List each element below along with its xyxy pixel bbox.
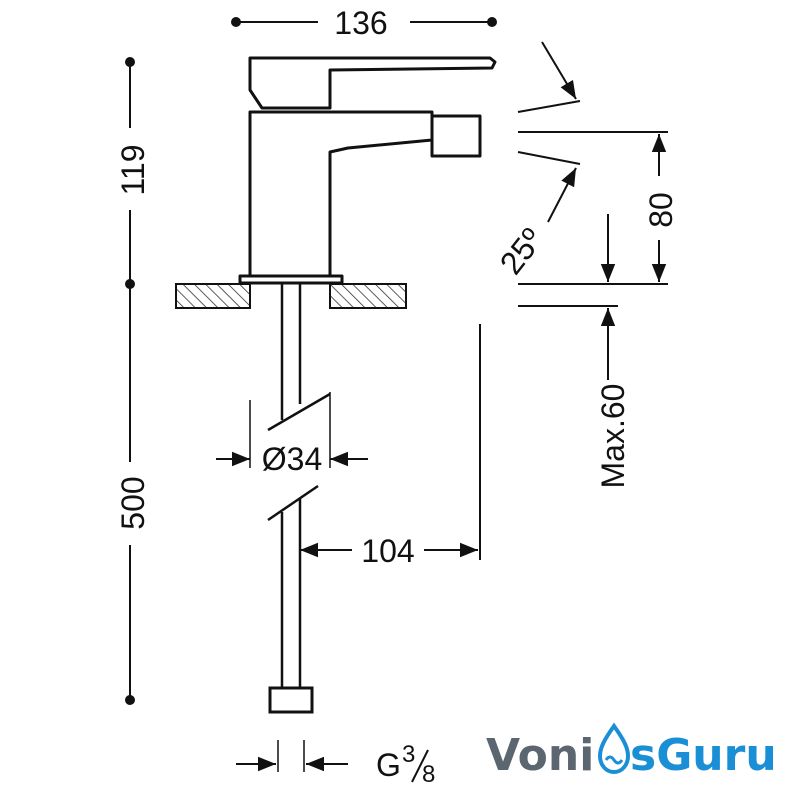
dimension-spout-height: [518, 134, 668, 285]
base-plate: [238, 274, 344, 285]
dimension-reach: 104: [300, 324, 481, 569]
connection-prefix: G: [376, 747, 401, 783]
dimension-spout-height-label: 80: [643, 192, 679, 228]
faucet-main-body: [248, 110, 434, 280]
feed-pipe: [267, 284, 331, 714]
dimension-spout-angle-label: 25º: [493, 221, 551, 281]
dimension-spout-angle: [517, 41, 668, 223]
dimension-reach-label: 104: [361, 533, 414, 569]
dimension-width-top: 136: [231, 5, 497, 41]
dimension-width-label: 136: [334, 5, 387, 41]
aerator: [430, 114, 482, 158]
lever-handle: [248, 56, 497, 110]
dimension-diameter: Ø34: [216, 392, 368, 477]
faucet-body: [238, 56, 497, 285]
dimension-height-left: 119 500: [115, 57, 151, 705]
dimension-max-thickness-label: Max.60: [595, 384, 631, 489]
vonios-guru-logo: Voni sGuru: [486, 722, 777, 781]
dimension-height-upper-label: 119: [115, 144, 151, 195]
dimension-max-thickness: [518, 214, 618, 380]
countertop: [175, 283, 407, 309]
water-drop-icon: [597, 722, 631, 775]
logo-text-part2: sGuru: [630, 730, 777, 781]
dimension-height-lower-label: 500: [115, 476, 151, 529]
dimension-connection: G 3 8: [236, 740, 435, 788]
connection-numerator: 3: [402, 741, 415, 768]
dimension-diameter-label: Ø34: [262, 441, 322, 477]
connection-denominator: 8: [422, 761, 435, 788]
logo-text-part1: Voni: [486, 730, 594, 781]
